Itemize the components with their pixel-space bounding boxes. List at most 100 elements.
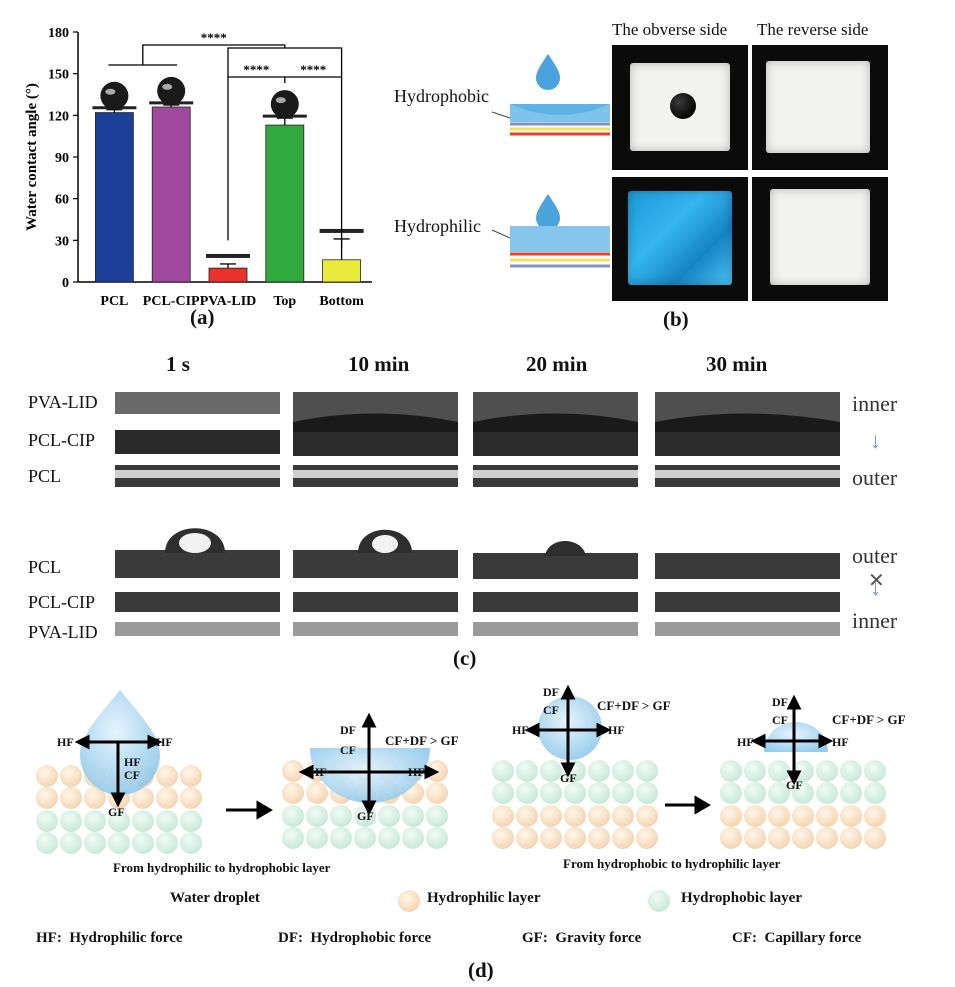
hydrophobic-particle [816,760,838,782]
x-tick-label: PCL-CIP [143,294,200,309]
hydrophobic-particle [36,810,58,832]
force-cf-3: CF [543,703,559,717]
droplet-highlight [105,88,116,95]
hydrophilic-particle [720,827,742,849]
droplet-icon [100,81,129,110]
force-hf-1b: HF [156,735,173,749]
flat-droplet-icon [206,253,250,258]
legend-hydrophobic: Hydrophobic layer [681,890,802,906]
hydrophobic-particle [516,760,538,782]
force-hf-3a: HF [512,723,529,737]
hydrophilic-particle [612,805,634,827]
hydrophobic-particle [426,827,448,849]
force-gf-2: GF [357,809,374,823]
droplet-icon [157,76,186,105]
hydrophobic-particle [378,827,400,849]
x-tick-label: PVA-LID [200,294,257,309]
hydrophilic-particle [588,827,610,849]
hydrophobic-particle [744,760,766,782]
legend-hydrophilic-ball [398,890,420,912]
hydrophobic-particle [402,805,424,827]
hydrophobic-particle [792,782,814,804]
panel-a-letter: (a) [190,305,215,329]
droplet-highlight [275,97,286,104]
hydrophilic-schematic [491,194,610,268]
hydrophilic-particle [426,782,448,804]
hydrophilic-particle [180,765,202,787]
hydrophilic-particle [744,805,766,827]
hydrophilic-particle [840,805,862,827]
y-tick-label: 30 [55,234,69,249]
hydrophobic-particle [816,782,838,804]
hydrophobic-particle [330,827,352,849]
hydrophobic-particle [612,782,634,804]
hydrophilic-particle [516,805,538,827]
hydrophilic-particle [492,805,514,827]
y-tick-label: 150 [48,68,69,83]
hydrophilic-particle [720,805,742,827]
hydrophilic-particle [492,827,514,849]
hydrophobic-particle [84,832,106,854]
force-gf-3: GF [560,771,577,785]
hydrophobic-particle [426,805,448,827]
force-hf-1c: HF [124,755,141,769]
y-tick-label: 60 [55,193,69,208]
hydrophobic-particle [132,810,154,832]
photo-hydrophilic-obverse [612,177,748,301]
hydrophobic-particle [180,810,202,832]
photo-hydrophobic-obverse [612,45,748,170]
force-hf-2a: HF [310,765,327,779]
bottom-dir-inner: inner [852,608,898,633]
hydrophilic-particle [612,827,634,849]
hydrophobic-particle [492,782,514,804]
hydrophilic-particle [156,765,178,787]
hydrophobic-particle [588,760,610,782]
sig-bracket [227,47,343,248]
hydrophobic-particle [744,782,766,804]
hydrophobic-particle [768,782,790,804]
hydrophilic-particle [60,765,82,787]
hydrophilic-particle [84,787,106,809]
force-hf-1a: HF [57,735,74,749]
bottom-layer-label-3: PVA-LID [28,622,98,642]
x-tick-label: Bottom [319,294,364,309]
water-drop [670,93,696,119]
legend-hydrophobic-ball [648,890,670,912]
hydrophobic-particle [564,782,586,804]
hydrophilic-particle [768,827,790,849]
hydrophilic-particle [36,787,58,809]
time-label-3: 20 min [526,352,588,376]
force-gf-1: GF [108,805,125,819]
panel-d-letter: (d) [468,958,494,982]
panel-b-letter: (b) [663,307,689,331]
hydrophobic-particle [516,782,538,804]
definition-df: DF: Hydrophobic force [278,930,432,946]
hydrophobic-particle [108,810,130,832]
hydrophobic-particle [330,805,352,827]
force-hf-2b: HF [408,765,425,779]
blocked-arrow-icon: ↓ [870,575,881,600]
definition-gf: GF: Gravity force [522,930,642,946]
hydrophobic-schematic [491,54,610,136]
hydrophobic-particle [636,760,658,782]
hydrophilic-particle [864,827,886,849]
photo-hydrophilic-reverse [752,177,888,301]
hydrophobic-particle [132,832,154,854]
top-dir-inner: inner [852,391,898,416]
y-axis-label: Water contact angle (°) [24,83,40,231]
force-hf-3b: HF [608,723,625,737]
caption-left: From hydrophilic to hydrophobic layer [113,860,331,875]
hydrophobic-particle [36,832,58,854]
bar [95,112,134,283]
force-hf-4a: HF [737,735,754,749]
hydrophobic-particle [840,782,862,804]
hydrophobic-particle [84,810,106,832]
hydrophobic-particle [156,832,178,854]
hydrophobic-particle [840,760,862,782]
panel-c-letter: (c) [453,646,477,670]
hydrophilic-particle [744,827,766,849]
hydrophilic-particle [588,805,610,827]
hydrophobic-particle [402,827,424,849]
sig-bracket [142,44,286,65]
force-df-3: DF [543,685,559,699]
